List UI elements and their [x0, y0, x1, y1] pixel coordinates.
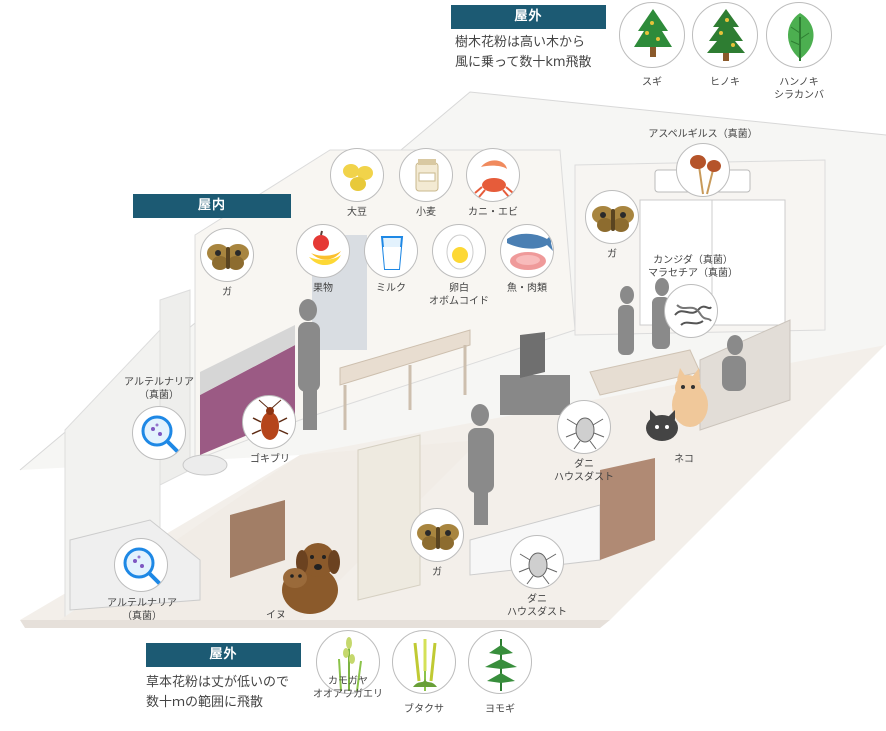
- cat-label: ネコ: [674, 454, 694, 465]
- soybean-icon: [330, 148, 384, 202]
- moth-icon-floor: [410, 508, 464, 562]
- fruit-label: 果物: [313, 283, 333, 294]
- fish-meat-icon: [500, 224, 554, 278]
- aspergillus-mushroom-icon: [676, 143, 730, 197]
- cockroach-label: ゴキブリ: [250, 454, 290, 465]
- alternaria-label-toilet: アルテルナリア （真菌）: [124, 377, 194, 401]
- fungus-filament-icon: [664, 284, 718, 338]
- orchard-timothy-label: カモガヤ オオアワガエリ: [313, 676, 383, 700]
- aspergillus-label: アスペルギルス（真菌）: [648, 129, 758, 140]
- moth-label-kitchen: ガ: [222, 287, 232, 298]
- boiled-egg-icon: [432, 224, 486, 278]
- fruit-icon: [296, 224, 350, 278]
- crab-shrimp-icon: [466, 148, 520, 202]
- mite-housedust-label-living: ダニ ハウスダスト: [554, 459, 614, 483]
- dog-label: イヌ: [266, 610, 286, 621]
- ragweed-icon: [392, 630, 456, 694]
- cypress-label: ヒノキ: [710, 77, 740, 88]
- ragweed-label: ブタクサ: [404, 704, 444, 715]
- magnifier-mold-icon-toilet: [132, 406, 186, 460]
- alternaria-label-bath: アルテルナリア （真菌）: [107, 598, 177, 622]
- fish-meat-label: 魚・肉類: [507, 283, 547, 294]
- moth-label-window: ガ: [607, 249, 617, 260]
- cockroach-icon: [242, 395, 296, 449]
- alder-birch-label: ハンノキ シラカンバ: [774, 77, 824, 101]
- tree-pollen-note-line1: 樹木花粉は高い木から: [455, 35, 586, 50]
- dust-mite-icon-living: [557, 400, 611, 454]
- cypress-tree-icon: [692, 2, 758, 68]
- wheat-label: 小麦: [416, 207, 436, 218]
- indoor-header: 屋内: [133, 194, 291, 218]
- outdoor-grass-header: 屋外: [146, 643, 301, 667]
- moth-label-floor: ガ: [432, 567, 442, 578]
- mugwort-label: ヨモギ: [485, 704, 515, 715]
- dust-mite-icon-bedroom: [510, 535, 564, 589]
- cedar-tree-icon: [619, 2, 685, 68]
- soybean-label: 大豆: [347, 207, 367, 218]
- cedar-label: スギ: [642, 77, 662, 88]
- grass-pollen-note-line2: 数十ｍの範囲に飛散: [146, 695, 264, 710]
- wheat-flour-icon: [399, 148, 453, 202]
- crab-shrimp-label: カニ・エビ: [468, 207, 518, 218]
- tree-pollen-note-line2: 風に乗って数十km飛散: [455, 55, 592, 70]
- candida-malassezia-label: カンジダ（真菌） マラセチア（真菌）: [648, 255, 738, 279]
- grass-pollen-note-line1: 草本花粉は丈が低いので: [146, 675, 290, 690]
- milk-label: ミルク: [376, 283, 406, 294]
- outdoor-tree-header: 屋外: [451, 5, 606, 29]
- orchard-grass-icon: [316, 630, 380, 694]
- moth-icon-window: [585, 190, 639, 244]
- milk-glass-icon: [364, 224, 418, 278]
- mugwort-icon: [468, 630, 532, 694]
- mite-housedust-label-bedroom: ダニ ハウスダスト: [507, 594, 567, 618]
- magnifier-mold-icon-bath: [114, 538, 168, 592]
- egg-white-label: 卵白 オボムコイド: [429, 283, 489, 307]
- moth-icon-kitchen: [200, 228, 254, 282]
- leaf-icon: [766, 2, 832, 68]
